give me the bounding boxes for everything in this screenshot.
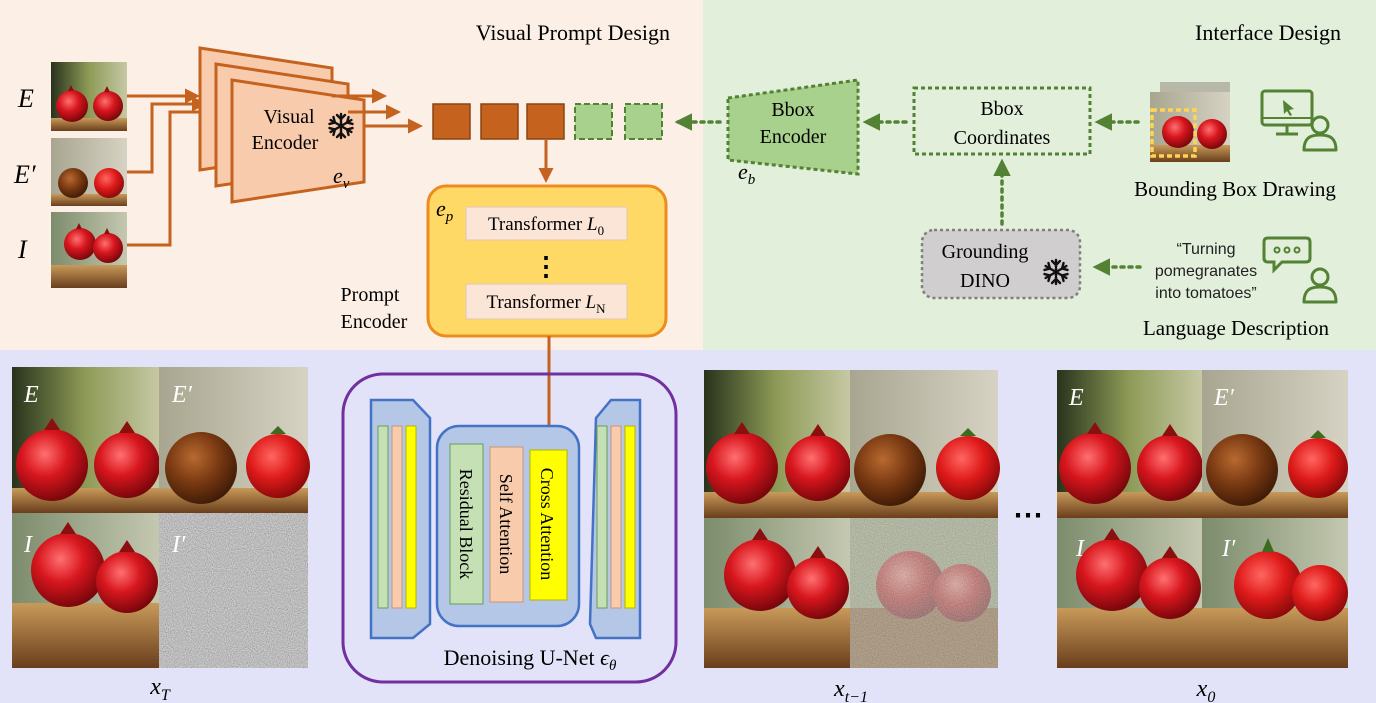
grid-xt-i-prime-noise: [159, 513, 308, 668]
bbox-encoder-label-line2: Encoder: [760, 126, 827, 148]
grid-xt-label-i-prime: I′: [171, 532, 186, 558]
prompt-encoder: ep Transformer L0 ⋮ Transformer LN: [426, 184, 668, 338]
grounding-dino-line1: Grounding: [942, 241, 1029, 263]
grid-x0-i: [1057, 518, 1202, 668]
language-description-caption: Language Description: [1143, 316, 1330, 340]
bbox-coordinates-line1: Bbox: [980, 98, 1023, 120]
denoising-unet: Residual Block Self Attention Cross Atte…: [341, 372, 678, 684]
grid-xt1-e-prime: [850, 370, 1000, 518]
image-grid-x0: E E′ I I′ x0: [1057, 370, 1348, 703]
input-image-e: [51, 62, 127, 131]
grid-x0-label-i: I: [1075, 536, 1085, 562]
grid-xt-label-e-prime: E′: [171, 382, 193, 408]
interface-design-title: Interface Design: [1195, 20, 1341, 45]
grid-x0-caption: x0: [1196, 676, 1216, 703]
bbox-encoder-label-line1: Bbox: [771, 99, 814, 121]
visual-encoder-symbol: ev: [333, 163, 350, 192]
transformer-layer-n: [465, 283, 628, 320]
grid-xt-i: [12, 513, 159, 668]
language-quote-line1: “Turning: [1177, 241, 1236, 258]
visual-encoder-label-line1: Visual: [263, 106, 314, 128]
input-label-e-prime: E′: [13, 160, 36, 189]
grid-xt-label-e: E: [23, 382, 39, 408]
visual-prompt-design-title: Visual Prompt Design: [476, 20, 670, 45]
input-label-i: I: [17, 235, 28, 264]
input-label-e: E: [17, 84, 34, 113]
monitor-cursor-icon: [1260, 89, 1314, 136]
transformer-ellipsis: ⋮: [533, 252, 559, 281]
grid-x0-e: [1057, 370, 1203, 518]
bbox-encoder-symbol: eb: [738, 159, 756, 188]
bounding-box-drawing-image: [1150, 82, 1230, 162]
grid-x0-e-prime: [1202, 370, 1348, 518]
transformer-layer-n-label: Transformer LN: [486, 292, 606, 316]
visual-encoder-label-line2: Encoder: [252, 132, 319, 154]
language-quote-line3: into tomatoes”: [1155, 285, 1256, 302]
encoder-output-arrows: [332, 88, 423, 134]
image-grid-xt: E E′ I I′ xT: [12, 367, 310, 703]
grounding-dino: Grounding DINO: [920, 228, 1082, 300]
residual-block: [449, 443, 484, 605]
grid-xt-e: [12, 367, 160, 513]
bbox-encoder: Bbox Encoder: [726, 78, 860, 176]
bbox-coordinates-line2: Coordinates: [954, 127, 1051, 149]
grid-x0-i-prime: [1202, 518, 1348, 668]
image-grid-xt-1: xt−1: [704, 370, 1000, 703]
bbox-coordinates: Bbox Coordinates: [912, 86, 1092, 156]
grid-xt1-e: [704, 370, 851, 518]
cross-attention-label: Cross Attention: [537, 468, 557, 581]
interface-arrows: [674, 113, 1142, 276]
prompt-encoder-caption-line2: Encoder: [341, 311, 408, 333]
grounding-dino-line2: DINO: [960, 270, 1010, 292]
grid-x0-label-e-prime: E′: [1213, 385, 1235, 411]
input-arrows: [127, 88, 215, 247]
self-attention-label: Self Attention: [496, 474, 516, 575]
grid-xt1-caption: xt−1: [833, 676, 868, 703]
input-image-e-prime: [51, 138, 127, 206]
transformer-layer-0: [465, 206, 628, 241]
prompt-encoder-symbol: ep: [436, 196, 454, 225]
grid-xt-caption: xT: [149, 674, 171, 703]
grid-xt-e-prime: [159, 367, 310, 513]
chat-bubble-icon: [1262, 236, 1312, 274]
bbox-tokens: [574, 103, 663, 140]
grid-xt1-i-prime: [850, 518, 998, 668]
prompt-encoder-caption-line1: Prompt: [341, 284, 400, 306]
transformer-layer-0-label: Transformer L0: [488, 214, 604, 238]
visual-tokens: [432, 103, 565, 140]
grid-x0-label-e: E: [1068, 385, 1084, 411]
language-quote-line2: pomegranates: [1155, 263, 1257, 280]
self-attention-block: [489, 446, 524, 603]
residual-block-label: Residual Block: [456, 469, 476, 580]
denoising-unet-caption: Denoising U-Net ϵθ: [444, 645, 617, 674]
grid-xt-label-i: I: [23, 532, 33, 558]
visual-encoder: Visual Encoder: [198, 46, 366, 204]
grid-x0-label-i-prime: I′: [1221, 536, 1236, 562]
between-grids-ellipsis: ⋯: [1013, 499, 1043, 532]
input-image-i: [51, 212, 127, 288]
cross-attention-block: [529, 449, 568, 601]
bounding-box-drawing-caption: Bounding Box Drawing: [1134, 177, 1336, 201]
grid-xt1-i: [704, 518, 850, 668]
